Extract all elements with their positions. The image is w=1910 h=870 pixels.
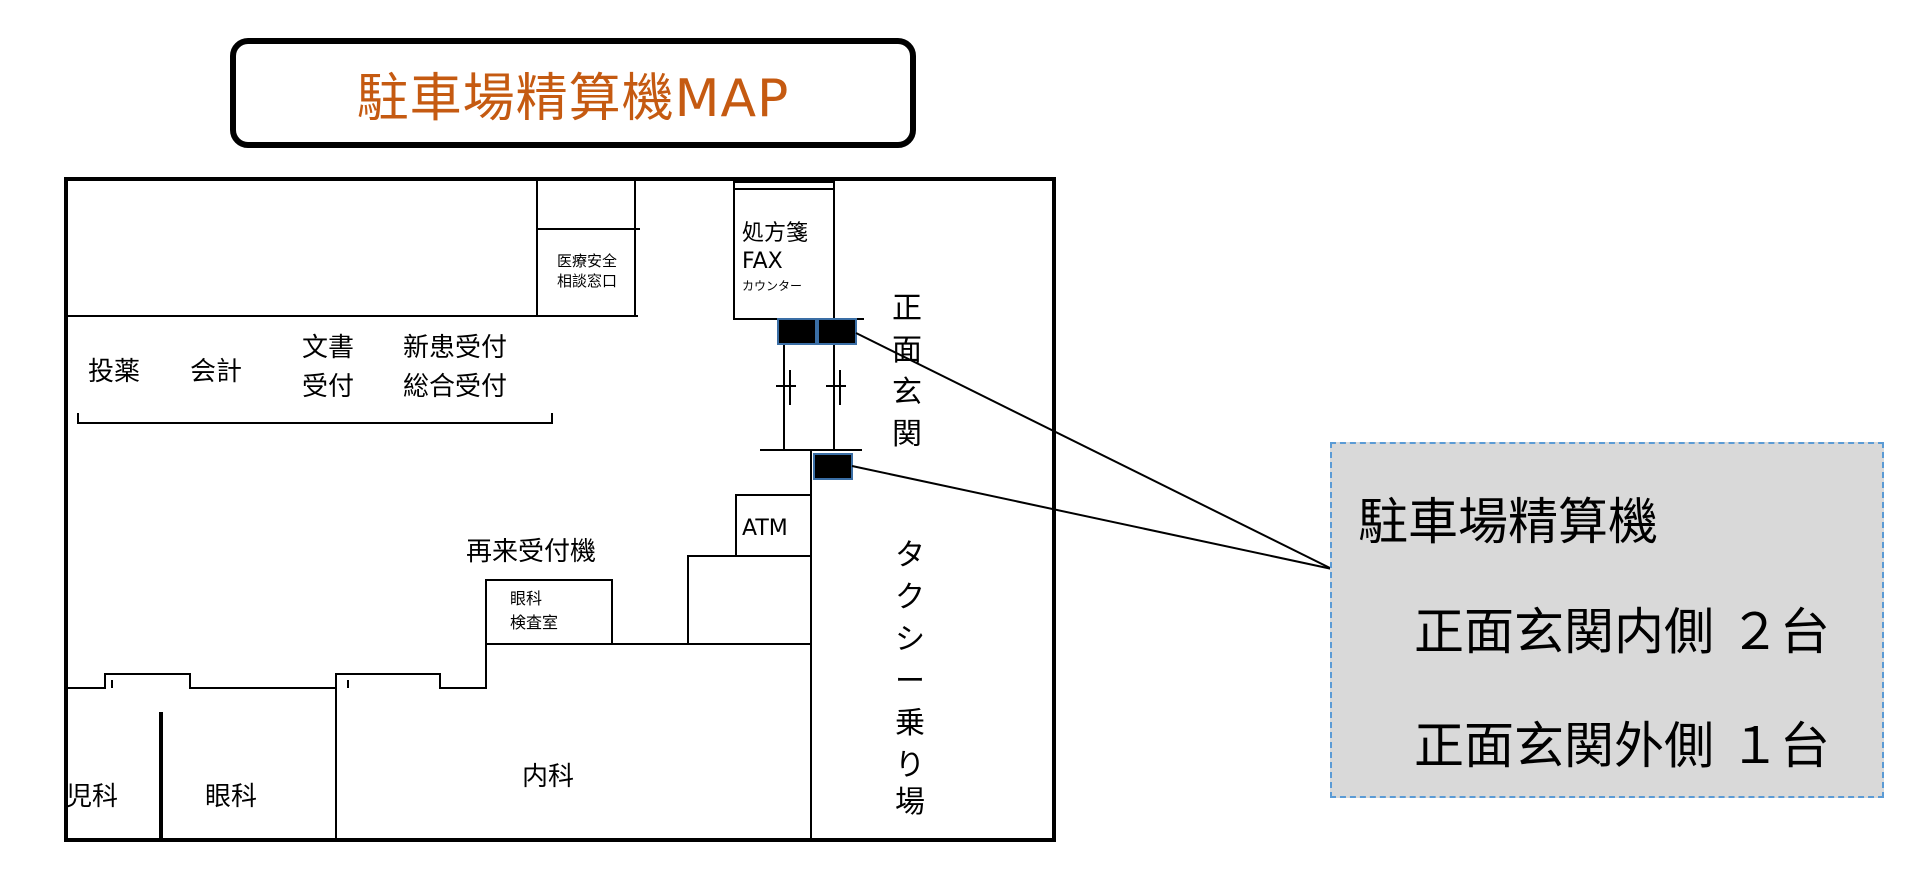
parking-machine-callout: 駐車場精算機 正面玄関内側 ２台 正面玄関外側 １台	[1330, 442, 1884, 798]
map-title: 駐車場精算機MAP	[356, 68, 790, 129]
callout-outside: 正面玄関外側 １台	[1414, 717, 1830, 775]
counter-bracket	[77, 413, 553, 424]
room-label: 眼科	[205, 782, 257, 812]
room-label: 検査室	[510, 613, 558, 632]
parking-machine-inside-2	[817, 318, 857, 345]
room-label: 医療安全	[557, 252, 617, 270]
counter-documents-label: 文書	[302, 333, 354, 363]
callout-heading: 駐車場精算機	[1358, 493, 1658, 551]
room-label: カウンター	[742, 279, 802, 293]
leader-line	[855, 332, 1333, 570]
revisit-machine-label: 再来受付機	[466, 537, 596, 567]
counter-medicine-label: 投薬	[88, 357, 140, 387]
counter-accounting-label: 会計	[190, 357, 242, 387]
room-label: 内科	[522, 762, 574, 792]
room-label: 相談窓口	[557, 272, 617, 290]
counter-reception-label: 新患受付	[403, 333, 507, 363]
callout-inside: 正面玄関内側 ２台	[1414, 603, 1830, 661]
parking-machine-inside-1	[777, 318, 817, 345]
counter-documents-label: 受付	[302, 372, 354, 402]
entrance-label: 正面玄関	[892, 291, 922, 452]
wall	[66, 644, 487, 689]
room-label: 眼科	[510, 589, 542, 608]
room-label: 児科	[66, 782, 118, 812]
room-medical-safety	[536, 228, 636, 317]
room-eye-exam	[485, 579, 613, 645]
taxi-stand-label: タクシー乗り場	[895, 538, 925, 820]
room-label: 処方箋	[742, 221, 808, 246]
wall	[687, 555, 811, 645]
parking-machine-outside	[813, 453, 853, 480]
counter-reception-label: 総合受付	[403, 372, 507, 402]
room-label: FAX	[742, 249, 783, 274]
leader-line	[851, 465, 1333, 570]
title-box: 駐車場精算機MAP	[230, 38, 916, 148]
room-label: ATM	[742, 516, 788, 541]
